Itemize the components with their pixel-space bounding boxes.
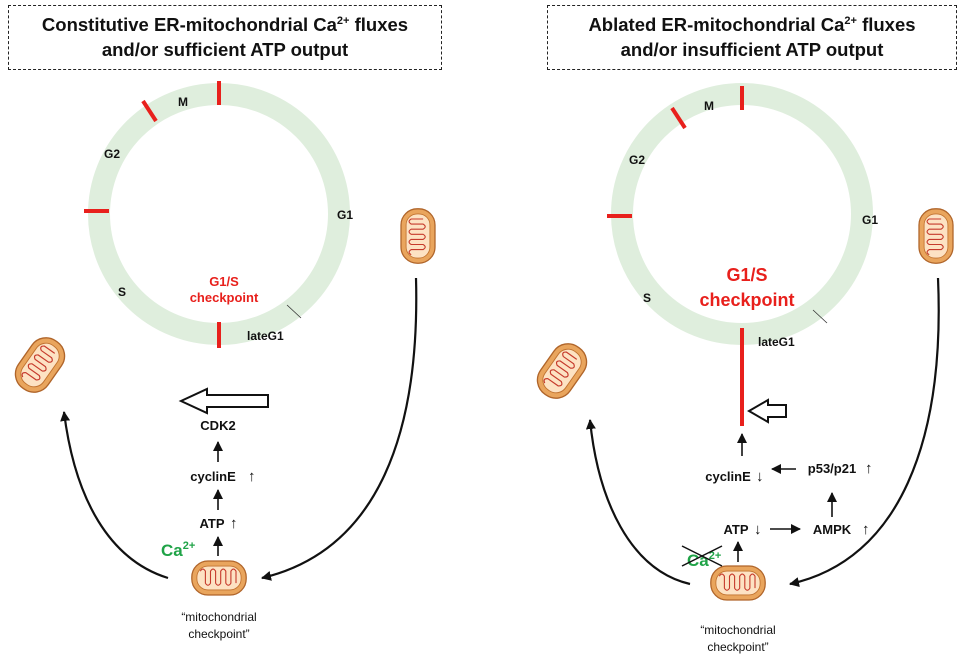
left-mito-upper-left [8,330,72,400]
right-header-line1-pre: Ablated ER-mitochondrial Ca [588,14,845,36]
right-phase-g2: G2 [629,153,645,167]
right-block-arrow [747,398,787,424]
right-checkpoint-line1: G1/S [726,265,767,285]
left-phase-g2: G2 [104,147,120,161]
left-atp-up-arrow: ↑ [230,515,238,532]
right-mito-upper-left [530,336,594,406]
left-node-atp: ATP [199,516,224,531]
left-panel-header: Constitutive ER-mitochondrial Ca2+ fluxe… [8,5,442,70]
right-header-line2: and/or insufficient ATP output [620,39,884,61]
left-arrow-mito-to-center [261,277,418,581]
left-phase-g1: G1 [337,208,353,222]
left-ca-sup: 2+ [183,540,196,552]
left-checkpoint-line2: checkpoint [190,290,259,305]
right-p53-up-arrow: ↑ [865,460,873,477]
left-header-line2: and/or sufficient ATP output [101,39,349,61]
right-mito-center [710,565,766,601]
left-node-cdk2: CDK2 [200,418,235,433]
right-cyclin-down-arrow: ↓ [756,468,764,485]
right-panel-header: Ablated ER-mitochondrial Ca2+ fluxes and… [547,5,957,70]
right-arrow-mito-to-center [789,277,940,587]
left-mito-label-line2: checkpoint” [188,627,249,641]
right-header-line1-post: fluxes [856,14,916,36]
left-mito-upper-right [400,208,436,264]
left-header-line1-post: fluxes [349,14,409,36]
right-node-ca: Ca2+ [687,550,721,570]
right-checkpoint-line2: checkpoint [699,290,794,310]
right-mito-upper-right [918,208,954,264]
left-block-arrow [178,387,269,415]
left-arrow-center-to-upper-left [60,411,169,580]
left-header-sup: 2+ [336,15,350,27]
right-phase-late-g1: lateG1 [758,335,795,349]
left-ca-label: Ca [161,541,183,560]
right-atp-down-arrow: ↓ [754,521,762,538]
right-phase-m: M [704,99,714,113]
left-late-g1-divider [286,304,302,319]
left-phase-divider-m-g2 [141,99,158,123]
right-arrow-center-to-upper-left [585,419,691,586]
left-mito-label-line1: “mitochondrial [181,610,256,624]
right-late-g1-divider [812,309,828,324]
right-phase-divider-m-g2 [670,106,687,130]
right-node-cyclin: cyclinE [705,469,751,484]
left-phase-late-g1: lateG1 [247,329,284,343]
left-cyclin-up-arrow: ↑ [248,468,256,485]
left-node-cyclin: cyclinE [190,469,236,484]
right-header-sup: 2+ [844,15,857,27]
left-mito-center [191,560,247,596]
right-node-ampk: AMPK [813,522,852,537]
right-mito-label-line2: checkpoint” [707,640,768,654]
right-ampk-up-arrow: ↑ [862,521,870,538]
right-node-atp: ATP [723,522,748,537]
left-phase-m: M [178,95,188,109]
right-phase-g1: G1 [862,213,878,227]
left-checkpoint-line1: G1/S [209,274,239,289]
right-ca-strike-2 [681,545,723,567]
right-mito-label-line1: “mitochondrial [700,623,775,637]
right-node-p53: p53/p21 [808,461,856,476]
left-header-line1-pre: Constitutive ER-mitochondrial Ca [41,14,337,36]
right-ca-sup: 2+ [709,550,722,562]
left-node-ca: Ca2+ [161,540,195,560]
right-phase-s: S [643,291,651,305]
left-phase-s: S [118,285,126,299]
